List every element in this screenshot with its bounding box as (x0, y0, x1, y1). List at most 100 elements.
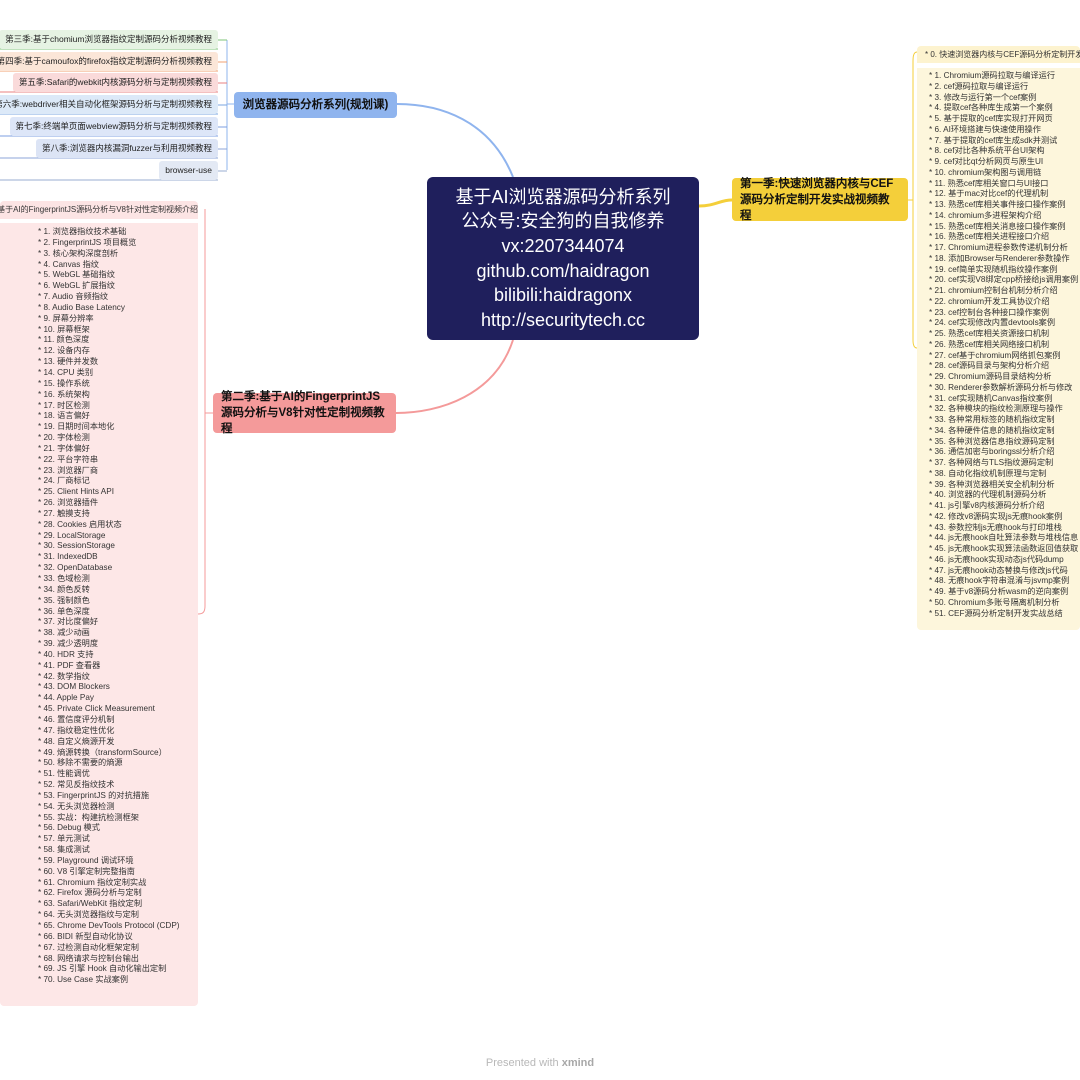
season2-list-item[interactable]: * 43. DOM Blockers (38, 682, 110, 692)
season2-list-item[interactable]: * 53. FingerprintJS 的对抗措施 (38, 790, 150, 800)
season2-list-item[interactable]: * 13. 硬件并发数 (38, 357, 99, 367)
season2-list-item[interactable]: * 45. Private Click Measurement (38, 704, 155, 714)
season2-list-item[interactable]: * 9. 屏幕分辨率 (38, 313, 94, 323)
season2-list-item[interactable]: * 40. HDR 支持 (38, 649, 94, 659)
season1-list-item[interactable]: * 40. 浏览器的代理机制源码分析 (929, 490, 1047, 500)
season1-list-item[interactable]: * 42. 修改v8源码实现js无痕hook案例 (929, 511, 1063, 521)
season1-list-item[interactable]: * 43. 参数控制js无痕hook与打印堆栈 (929, 522, 1062, 532)
season1-list-item[interactable]: * 13. 熟悉cef库相关事件接口操作案例 (929, 200, 1066, 209)
season2-list-item[interactable]: * 47. 指纹稳定性优化 (38, 725, 115, 735)
season2-list-item[interactable]: * 42. 数学指纹 (38, 671, 90, 681)
season2-list-item[interactable]: * 68. 网络请求与控制台输出 (38, 953, 139, 963)
season1-list-item[interactable]: * 10. chromium架构图与调用链 (929, 167, 1042, 177)
season1-list-item[interactable]: * 44. js无痕hook自吐算法参数与堆栈信息 (929, 533, 1079, 543)
season2-list-item[interactable]: * 22. 平台字符串 (38, 454, 99, 464)
season2-list-item[interactable]: * 21. 字体偏好 (38, 443, 90, 453)
season1-list-item[interactable]: * 5. 基于提取的cef库实现打开网页 (929, 114, 1053, 123)
season2-list-item[interactable]: * 19. 日期时间本地化 (38, 422, 115, 432)
season2-list-item[interactable]: * 6. WebGL 扩展指纹 (38, 281, 115, 291)
season1-list-item[interactable]: * 51. CEF源码分析定制开发实战总结 (929, 608, 1063, 618)
season2-list-item[interactable]: * 36. 单色深度 (38, 606, 90, 616)
browser-series-item[interactable]: 第八季:浏览器内核漏洞fuzzer与利用视频教程 (35, 139, 218, 158)
season2-list-item[interactable]: * 8. Audio Base Latency (38, 302, 125, 312)
season1-list-item[interactable]: * 37. 各种网络与TLS指纹源码定制 (929, 458, 1054, 467)
season1-list-item[interactable]: * 50. Chromium多账号隔离机制分析 (929, 597, 1060, 607)
season1-list-item[interactable]: * 49. 基于v8源码分析wasm的逆向案例 (929, 587, 1069, 596)
season2-list-item[interactable]: * 20. 字体检测 (38, 433, 90, 443)
season2-list-item[interactable]: * 23. 浏览器厂商 (38, 465, 99, 475)
season2-list-item[interactable]: * 24. 厂商标记 (38, 476, 90, 486)
season2-list-item[interactable]: * 30. SessionStorage (38, 541, 115, 551)
season2-list-item[interactable]: * 14. CPU 类别 (38, 367, 94, 377)
season2-list-item[interactable]: * 11. 颜色深度 (38, 335, 90, 345)
season1-list-item[interactable]: * 2. cef源码拉取与编译运行 (929, 81, 1029, 91)
season2-list-item[interactable]: * 16. 系统架构 (38, 389, 90, 399)
season2-list-item[interactable]: * 31. IndexedDB (38, 552, 98, 562)
season1-list-item[interactable]: * 7. 基于提取的cef库生成sdk并测试 (929, 135, 1058, 145)
season1-list-item[interactable]: * 39. 各种浏览器相关安全机制分析 (929, 479, 1055, 489)
season2-list-item[interactable]: * 61. Chromium 指纹定制实战 (38, 877, 147, 887)
season2-list-item[interactable]: * 15. 操作系统 (38, 378, 90, 388)
season1-list-item[interactable]: * 9. cef对比qt分析网页与原生UI (929, 157, 1044, 166)
browser-series-item[interactable]: 第五季:Safari的webkit内核源码分析与定制视频教程 (12, 73, 218, 92)
season1-detail-panel[interactable]: * 0. 快速浏览器内核与CEF源码分析定制开发 * 1. Chromium源码… (917, 46, 1080, 630)
season2-list-item[interactable]: * 59. Playground 调试环境 (38, 855, 134, 865)
season2-list-item[interactable]: * 12. 设备内存 (38, 346, 90, 356)
season2-list-item[interactable]: * 26. 浏览器插件 (38, 498, 99, 508)
season2-list-item[interactable]: * 28. Cookies 启用状态 (38, 519, 122, 529)
season2-list-item[interactable]: * 62. Firefox 源码分析与定制 (38, 888, 142, 898)
browser-series-item[interactable]: 第四季:基于camoufox的firefox指纹定制源码分析视频教程 (0, 52, 218, 71)
season1-list-item[interactable]: * 31. cef实现随机Canvas指纹案例 (929, 393, 1053, 403)
season1-list-item[interactable]: * 45. js无痕hook实现算法函数返回值获取 (929, 544, 1079, 553)
season2-list-item[interactable]: * 56. Debug 模式 (38, 823, 100, 833)
season2-list-item[interactable]: * 57. 单元测试 (38, 834, 90, 844)
season1-list-item[interactable]: * 41. js引擎v8内核源码分析介绍 (929, 501, 1045, 510)
season2-detail-panel[interactable]: 第二季:基于AI的FingerprintJS源码分析与V8针对性定制视频介绍 *… (0, 201, 198, 1006)
season2-list-item[interactable]: * 70. Use Case 实战案例 (38, 975, 129, 985)
season1-list-item[interactable]: * 15. 熟悉cef库相关消息接口操作案例 (929, 221, 1066, 231)
season1-list-item[interactable]: * 19. cef简单实现随机指纹操作案例 (929, 264, 1058, 274)
season1-list-item[interactable]: * 6. AI环境搭建与快速使用操作 (929, 124, 1041, 134)
season2-list-item[interactable]: * 58. 集成测试 (38, 845, 90, 855)
season1-list-item[interactable]: * 3. 修改与运行第一个cef案例 (929, 92, 1037, 102)
season2-list-item[interactable]: * 54. 无头浏览器检测 (38, 801, 115, 811)
season1-list-item[interactable]: * 16. 熟悉cef库相关进程接口介绍 (929, 232, 1050, 242)
season2-list-item[interactable]: * 66. BIDI 新型自动化协议 (38, 931, 133, 941)
season2-list-item[interactable]: * 25. Client Hints API (38, 487, 114, 497)
season1-list-item[interactable]: * 36. 通信加密与boringssl分析介绍 (929, 447, 1055, 457)
browser-series-item[interactable]: browser-use (159, 161, 218, 180)
season2-list-item[interactable]: * 44. Apple Pay (38, 693, 94, 703)
season2-list-item[interactable]: * 37. 对比度偏好 (38, 617, 99, 627)
season1-list-item[interactable]: * 14. chromium多进程架构介绍 (929, 210, 1042, 220)
season1-list-item[interactable]: * 32. 各种模块的指纹检测原理与操作 (929, 404, 1063, 414)
season1-list-item[interactable]: * 34. 各种硬件信息的随机指纹定制 (929, 425, 1055, 435)
season2-list-item[interactable]: * 50. 移除不需要的熵源 (38, 758, 123, 768)
season2-list-item[interactable]: * 52. 常见反指纹技术 (38, 780, 115, 790)
season1-list-item[interactable]: * 29. Chromium源码目录结构分析 (929, 372, 1052, 381)
season1-list-item[interactable]: * 23. cef控制台各种接口操作案例 (929, 307, 1050, 317)
season2-list-item[interactable]: * 35. 强制颜色 (38, 595, 90, 605)
season1-list-item[interactable]: * 21. chromium控制台机制分析介绍 (929, 286, 1058, 295)
season2-list-item[interactable]: * 38. 减少动画 (38, 628, 90, 638)
season1-list-item[interactable]: * 48. 无痕hook字符串混淆与jsvmp案例 (929, 576, 1070, 586)
season2-list-item[interactable]: * 48. 自定义熵源开发 (38, 736, 115, 746)
season1-list-item[interactable]: * 25. 熟悉cef库相关资源接口机制 (929, 329, 1050, 338)
season1-list-item[interactable]: * 20. cef实现V8绑定cpp桥接给js调用案例 (929, 275, 1079, 285)
season1-list-item[interactable]: * 26. 熟悉cef库相关网络接口机制 (929, 339, 1050, 349)
season2-list-item[interactable]: * 4. Canvas 指纹 (38, 259, 99, 269)
season2-list-item[interactable]: * 46. 置信度评分机制 (38, 714, 115, 724)
season2-list-item[interactable]: * 64. 无头浏览器指纹与定制 (38, 910, 139, 920)
browser-series-item[interactable]: 第三季:基于chomium浏览器指纹定制源码分析视频教程 (0, 30, 218, 49)
season1-list-item[interactable]: * 22. chromium开发工具协议介绍 (929, 296, 1050, 306)
season1-list-item[interactable]: * 27. cef基于chromium网络抓包案例 (929, 350, 1061, 360)
season2-list-item[interactable]: * 27. 触摸支持 (38, 508, 90, 518)
season2-list-item[interactable]: * 17. 时区检测 (38, 400, 90, 410)
season2-list-item[interactable]: * 67. 过检测自动化框架定制 (38, 942, 139, 952)
season2-list-item[interactable]: * 41. PDF 查看器 (38, 660, 101, 670)
season2-list-item[interactable]: * 7. Audio 音频指纹 (38, 292, 109, 302)
season2-list-item[interactable]: * 34. 颜色反转 (38, 584, 90, 594)
season2-list-item[interactable]: * 18. 语言偏好 (38, 411, 90, 421)
season1-list-item[interactable]: * 47. js无痕hook动态替换与修改js代码 (929, 565, 1068, 575)
season2-list-item[interactable]: * 51. 性能调优 (38, 769, 90, 779)
season2-list-item[interactable]: * 65. Chrome DevTools Protocol (CDP) (38, 921, 180, 930)
